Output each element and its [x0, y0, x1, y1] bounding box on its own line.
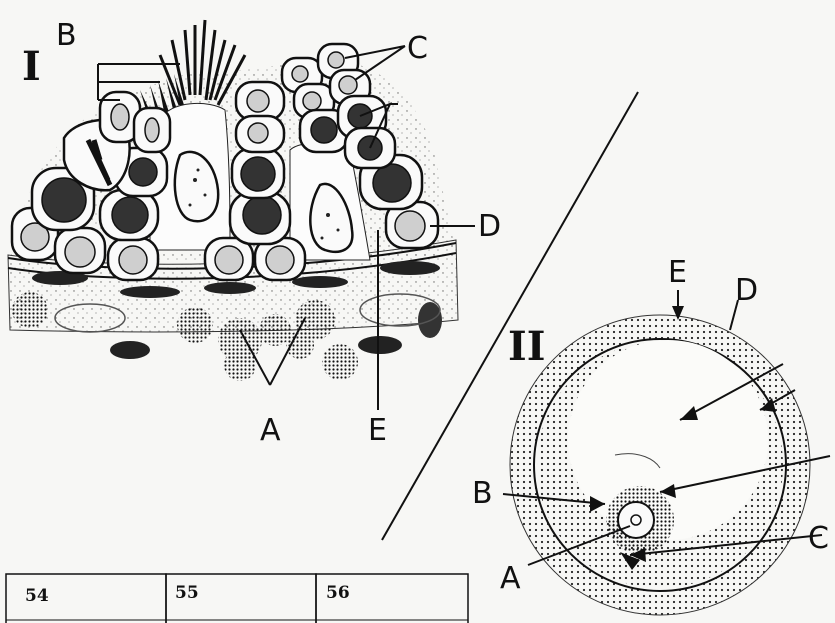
label-e-fig2: E: [668, 255, 687, 290]
oocyte-nucleus: [631, 515, 641, 525]
figure-i-numeral: I: [22, 43, 41, 90]
table-number-56: 56: [326, 583, 350, 603]
label-e-fig1: E: [368, 413, 387, 448]
label-c-fig2: C: [808, 521, 829, 556]
figure-ii-numeral: II: [508, 323, 545, 370]
figure-ii: II E D B A C: [472, 255, 830, 615]
label-a-fig2: A: [500, 561, 521, 596]
label-d-fig1: D: [478, 209, 501, 244]
label-d-fig2: D: [735, 273, 758, 308]
label-b-fig2: B: [472, 476, 493, 511]
label-a-fig1: A: [260, 413, 281, 448]
figure-i: I: [8, 18, 501, 448]
table-number-54: 54: [25, 586, 49, 606]
answer-table: 54 55 56: [6, 574, 468, 623]
label-c-fig1: C: [407, 31, 428, 66]
table-number-55: 55: [175, 583, 199, 603]
label-b-fig1: B: [56, 18, 77, 53]
